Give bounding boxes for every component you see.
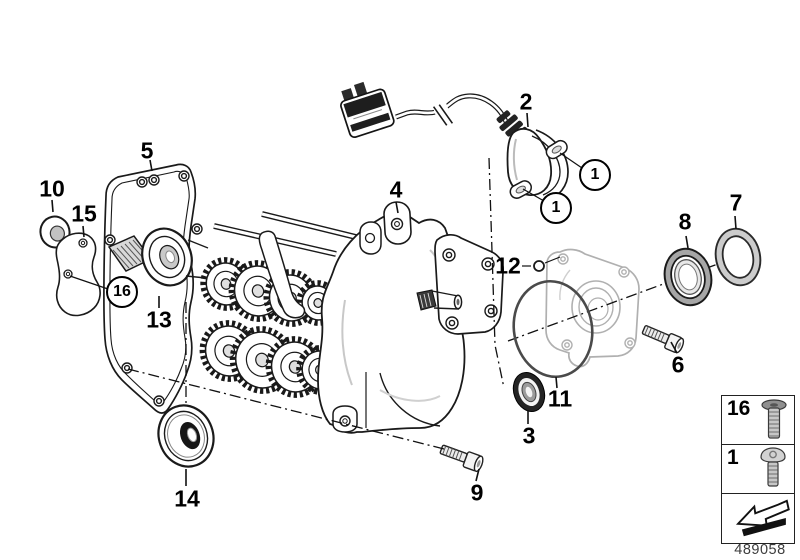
part-label-4[interactable]: 4 (389, 176, 403, 203)
part-label-14[interactable]: 14 (174, 485, 200, 512)
connector-plug (340, 81, 395, 138)
part-label-3[interactable]: 3 (522, 422, 536, 449)
sensor-tab-upper (545, 139, 568, 160)
legend-row-16[interactable]: 16 (722, 396, 794, 445)
fastener-legend: 16 1 (721, 395, 795, 544)
ring-7 (714, 227, 762, 287)
part-label-9[interactable]: 9 (470, 479, 484, 506)
input-shaft (107, 227, 209, 287)
axis-line-cover (507, 249, 757, 342)
part-label-12[interactable]: 12 (495, 252, 521, 279)
diagram-part-number: 489058 (734, 542, 786, 558)
end-cover (545, 248, 640, 368)
cable-break-mark (432, 102, 454, 128)
callout-leaders (69, 152, 583, 290)
circled-part-label-16[interactable]: 16 (106, 276, 138, 308)
countersunk-screw-icon (761, 399, 787, 439)
shift-fork (258, 230, 306, 319)
button-head-screw-icon (760, 447, 786, 487)
legend-label-1: 1 (727, 446, 739, 469)
screw-9 (439, 444, 484, 473)
part-label-8[interactable]: 8 (678, 208, 692, 235)
shaft-seal-8 (663, 247, 713, 307)
legend-row-1[interactable]: 1 (722, 445, 794, 494)
legend-label-16: 16 (727, 397, 751, 420)
screw-6 (641, 325, 685, 354)
bracket-15 (55, 232, 101, 317)
part-label-5[interactable]: 5 (140, 137, 154, 164)
gear-cluster (199, 211, 369, 398)
circled-part-label-1[interactable]: 1 (579, 159, 611, 191)
gearbox-housing (317, 201, 504, 434)
part-label-13[interactable]: 13 (146, 306, 172, 333)
bearing-14 (157, 404, 215, 468)
shaft-seal-3 (512, 372, 546, 412)
part-label-10[interactable]: 10 (39, 175, 65, 202)
sensor-tab-lower (509, 180, 532, 199)
legend-direction-cell (722, 494, 794, 543)
part-label-11[interactable]: 11 (547, 385, 573, 412)
part-label-2[interactable]: 2 (519, 88, 533, 115)
part-label-15[interactable]: 15 (71, 200, 97, 227)
part-label-6[interactable]: 6 (671, 351, 685, 378)
position-sensor (340, 81, 569, 202)
output-shaft-stub (416, 289, 463, 311)
o-ring-12 (533, 260, 545, 272)
o-ring-11 (512, 279, 594, 379)
part-label-7[interactable]: 7 (729, 189, 743, 216)
circled-part-label-1[interactable]: 1 (540, 192, 572, 224)
callout-ticks (51, 112, 737, 486)
gasket (103, 163, 203, 414)
reference-lines (127, 157, 505, 451)
direction-arrow-icon (735, 498, 790, 536)
